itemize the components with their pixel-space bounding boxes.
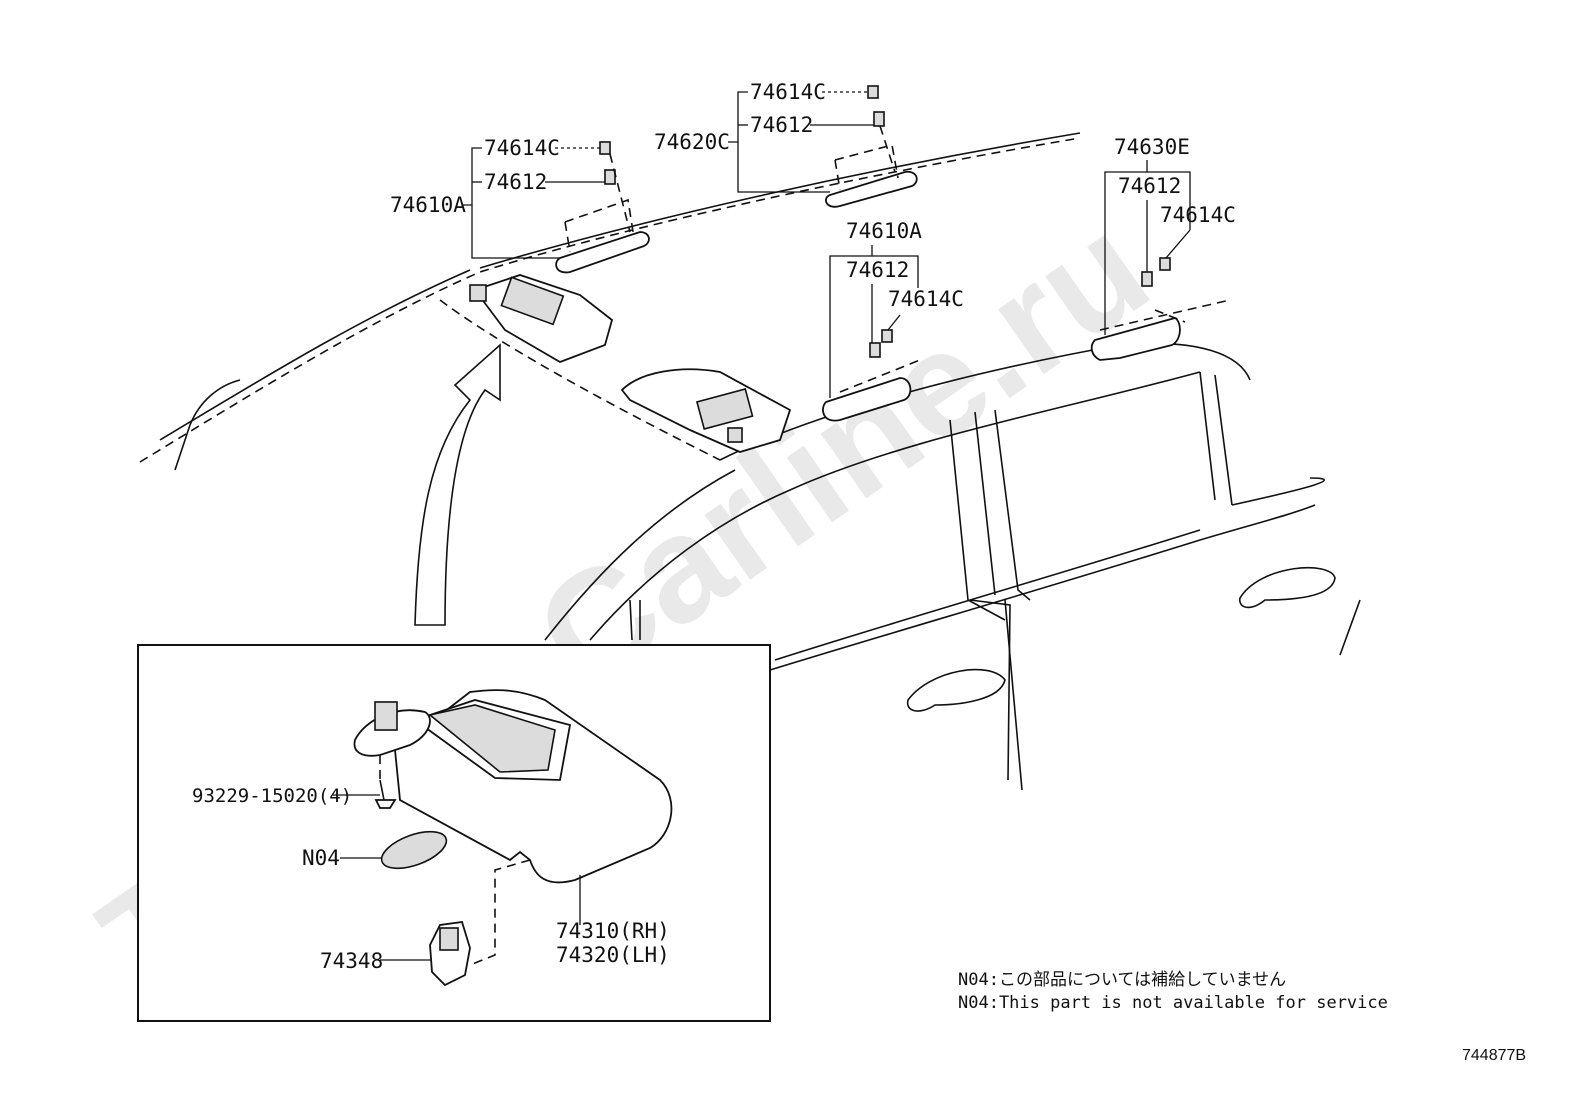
sun-visor-lh-on-roof	[620, 368, 792, 453]
label-74620c: 74620C	[654, 130, 730, 154]
inset-sun-visor	[394, 689, 673, 884]
label-74612-2: 74612	[750, 113, 813, 137]
label-74310-rh: 74310(RH)	[556, 919, 670, 943]
visor-holder-icon	[429, 921, 471, 987]
label-74348: 74348	[320, 949, 383, 973]
clip-icon-2	[867, 85, 879, 99]
label-74320-lh: 74320(LH)	[556, 943, 670, 967]
clip-icon-4	[881, 329, 893, 343]
assist-grip-1	[555, 198, 650, 274]
label-74610a-1: 74610A	[390, 193, 466, 217]
clip-icon-3	[1159, 257, 1171, 271]
car-body-outline	[139, 132, 1361, 791]
screw-icon-3	[1141, 271, 1153, 287]
screw-icon-4	[869, 342, 881, 358]
assist-grip-4	[822, 359, 921, 422]
label-74612-3: 74612	[1118, 174, 1181, 198]
label-74612-1: 74612	[484, 170, 547, 194]
inset-leader-lines	[333, 755, 581, 966]
screw-icon-2	[873, 111, 885, 127]
note-english: N04:This part is not available for servi…	[958, 993, 1388, 1013]
note-japanese: N04:この部品については補給していません	[958, 970, 1286, 990]
diagram-code: 744877B	[1462, 1047, 1526, 1064]
label-74610a-2: 74610A	[846, 219, 922, 243]
assist-grip-2	[825, 144, 918, 208]
label-74614c-2: 74614C	[750, 80, 826, 104]
screw-icon-1	[604, 169, 616, 185]
clip-icon-1	[599, 141, 611, 155]
label-74612-4: 74612	[846, 258, 909, 282]
screw-icon-inset	[374, 779, 397, 809]
sun-visor-rh-on-roof	[469, 274, 614, 363]
label-n04: N04	[302, 846, 340, 870]
inset-visor-bracket	[353, 701, 431, 757]
zoom-arrow	[414, 343, 501, 626]
assist-grip-3	[1090, 299, 1231, 361]
n04-cover-icon	[380, 830, 448, 870]
label-74614c-1: 74614C	[484, 136, 560, 160]
leader-lines	[462, 91, 1191, 398]
label-74614c-3: 74614C	[1160, 203, 1236, 227]
label-74630e: 74630E	[1114, 135, 1190, 159]
label-74614c-4: 74614C	[888, 287, 964, 311]
label-93229-15020: 93229-15020(4)	[192, 785, 352, 807]
